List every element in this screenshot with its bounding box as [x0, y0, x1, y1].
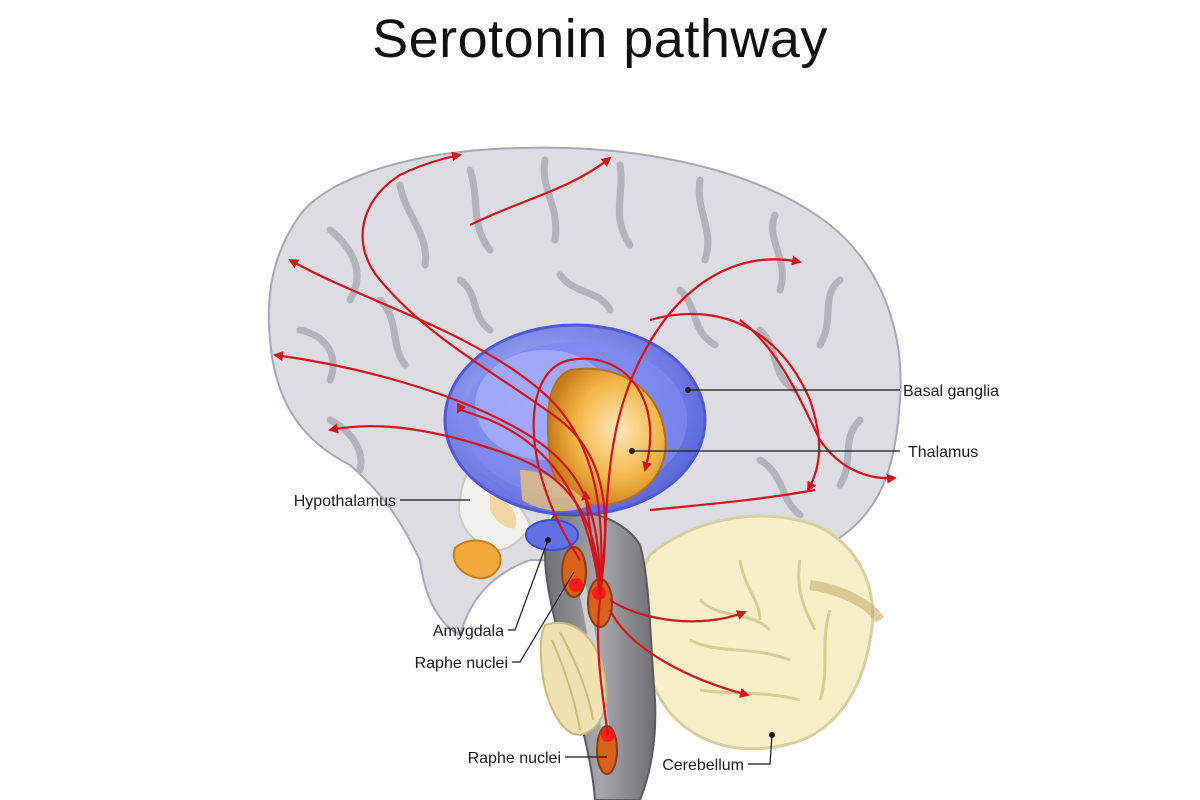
label-raphe-nuclei-lower: Raphe nuclei [468, 750, 561, 767]
label-hypothalamus: Hypothalamus [294, 493, 396, 510]
serotonin-pathways [273, 151, 897, 736]
cerebellum [637, 514, 885, 751]
label-cerebellum: Cerebellum [662, 757, 744, 774]
label-thalamus: Thalamus [908, 444, 978, 461]
label-amygdala: Amygdala [433, 623, 504, 640]
leader-dots [545, 387, 775, 738]
amygdala [525, 519, 579, 551]
cortex-folds [296, 156, 864, 519]
hypothalamus [452, 468, 532, 580]
label-raphe-nuclei-upper: Raphe nuclei [415, 655, 508, 672]
pituitary [452, 539, 502, 580]
leader-lines [400, 389, 900, 765]
thalamus [520, 367, 667, 512]
diagram-title: Serotonin pathway [372, 9, 828, 69]
label-basal-ganglia: Basal ganglia [903, 383, 999, 400]
raphe-nuclei-lower [596, 725, 618, 775]
